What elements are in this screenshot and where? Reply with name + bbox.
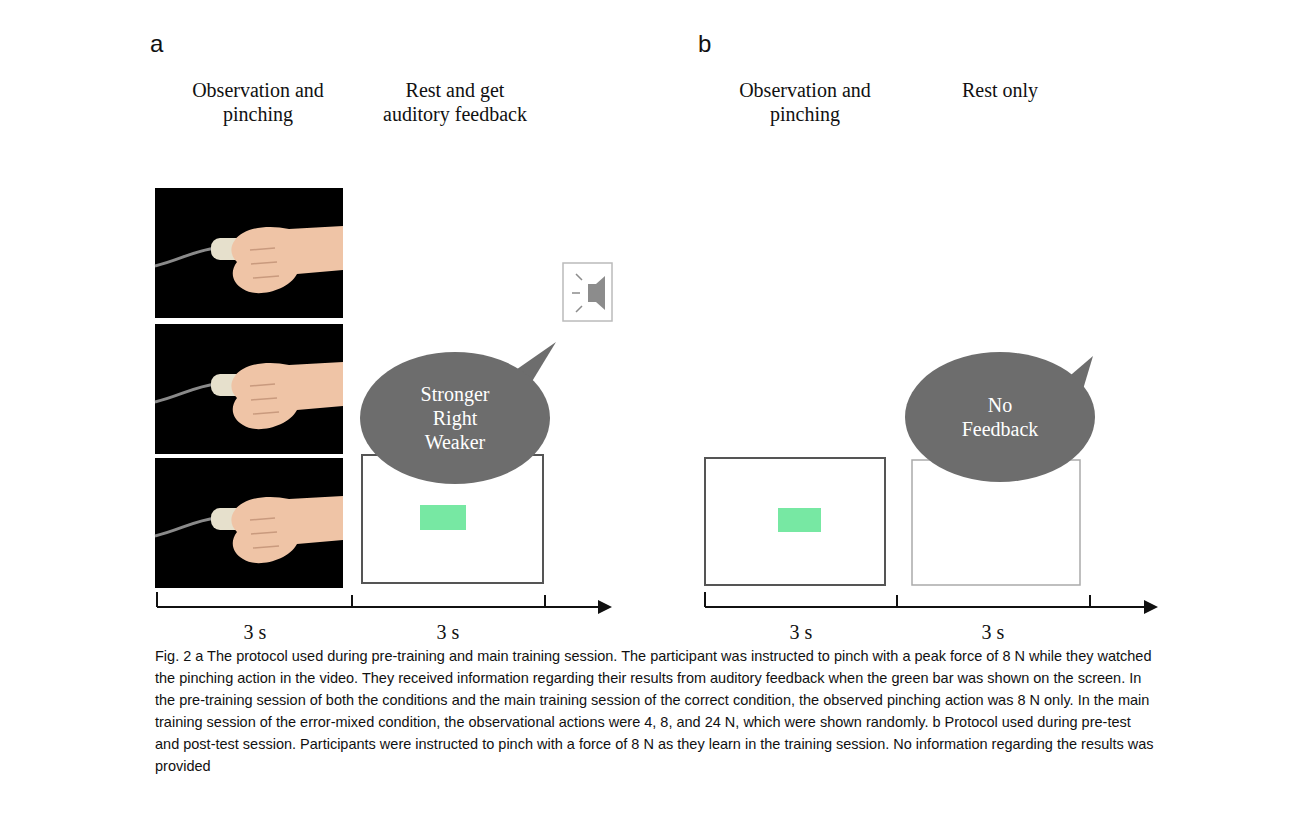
panel-letter: a <box>150 30 190 58</box>
screen <box>705 458 885 585</box>
hand-photo <box>155 324 343 454</box>
duration-label: 3 s <box>958 620 1028 644</box>
time-axis <box>705 592 1145 607</box>
bubble-text: No Feedback <box>950 393 1050 441</box>
duration-label: 3 s <box>413 620 483 644</box>
figure-caption: Fig. 2 a The protocol used during pre-tr… <box>155 645 1155 777</box>
duration-label: 3 s <box>766 620 836 644</box>
hand-photo <box>155 188 343 318</box>
arrow-head <box>1144 600 1158 614</box>
green-bar <box>778 508 821 532</box>
column-heading: Observation and pinching <box>168 78 348 126</box>
panel-letter: b <box>698 30 738 58</box>
speaker-icon <box>563 263 612 321</box>
green-bar <box>420 505 466 530</box>
hand-photo <box>155 458 343 588</box>
column-heading: Observation and pinching <box>715 78 895 126</box>
column-heading: Rest only <box>900 78 1100 102</box>
bubble-text: Stronger Right Weaker <box>405 382 505 454</box>
speech-bubble: Stronger Right Weaker <box>360 352 550 484</box>
bubble-shape <box>905 352 1095 482</box>
speech-bubble: No Feedback <box>905 352 1095 482</box>
duration-label: 3 s <box>220 620 290 644</box>
column-heading: Rest and get auditory feedback <box>370 78 540 126</box>
time-axis <box>157 592 600 607</box>
arrow-head <box>598 600 612 614</box>
